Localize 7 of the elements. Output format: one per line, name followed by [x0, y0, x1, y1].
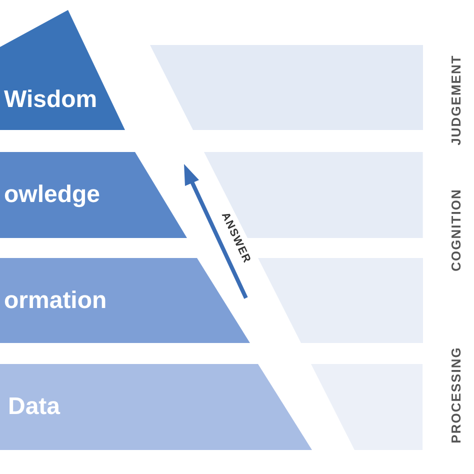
layer-label: ormation	[4, 287, 107, 315]
layer-label: Data	[8, 393, 60, 421]
layer-label: Wisdom	[4, 86, 98, 114]
stage-label: PROCESSING	[448, 346, 464, 444]
layer-label: owledge	[4, 181, 100, 209]
stage-label: COGNITION	[448, 188, 464, 272]
stage-label: JUDGEMENT	[448, 54, 464, 146]
